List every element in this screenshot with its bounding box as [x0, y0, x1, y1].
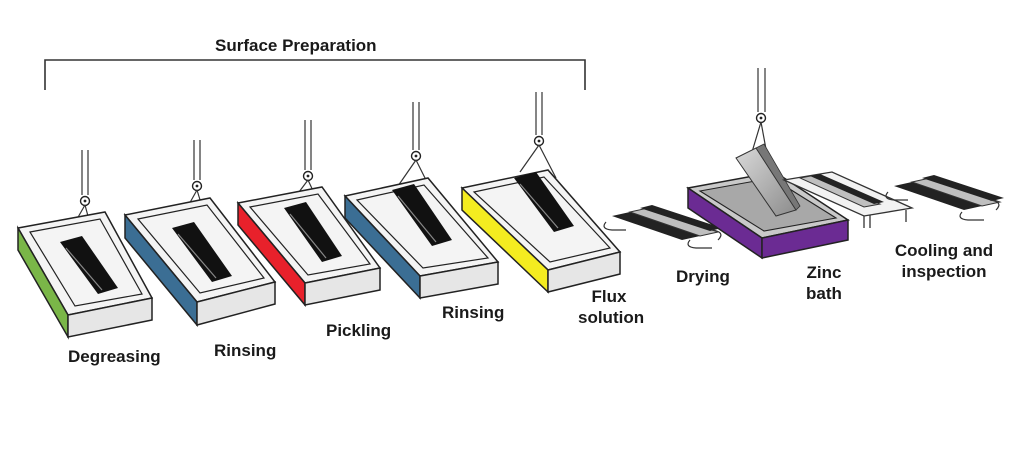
rinsing-tank-2	[343, 102, 500, 300]
surface-preparation-bracket	[44, 59, 586, 90]
inspection-rack	[885, 175, 1004, 221]
cooling-table	[781, 171, 915, 228]
stage-label-degreasing: Degreasing	[68, 347, 161, 366]
stage-label-drying: Drying	[676, 267, 730, 286]
drying-rack	[603, 205, 722, 249]
stage-label-cooling-and-inspection: Cooling and inspection	[894, 241, 994, 281]
rinsing-tank-1	[123, 140, 277, 328]
stage-label-zinc-bath: Zinc bath	[806, 263, 842, 303]
stage-label-rinsing-1: Rinsing	[214, 341, 277, 360]
pickling-tank	[236, 120, 382, 308]
stage-label-rinsing-2: Rinsing	[442, 303, 505, 322]
degreasing-tank	[16, 150, 154, 340]
flux-solution-tank	[460, 92, 622, 294]
stage-label-pickling: Pickling	[326, 321, 392, 340]
zinc-bath-tank	[686, 68, 850, 260]
surface-preparation-label: Surface Preparation	[215, 36, 377, 55]
stage-label-flux-solution: Flux solution	[578, 287, 645, 327]
